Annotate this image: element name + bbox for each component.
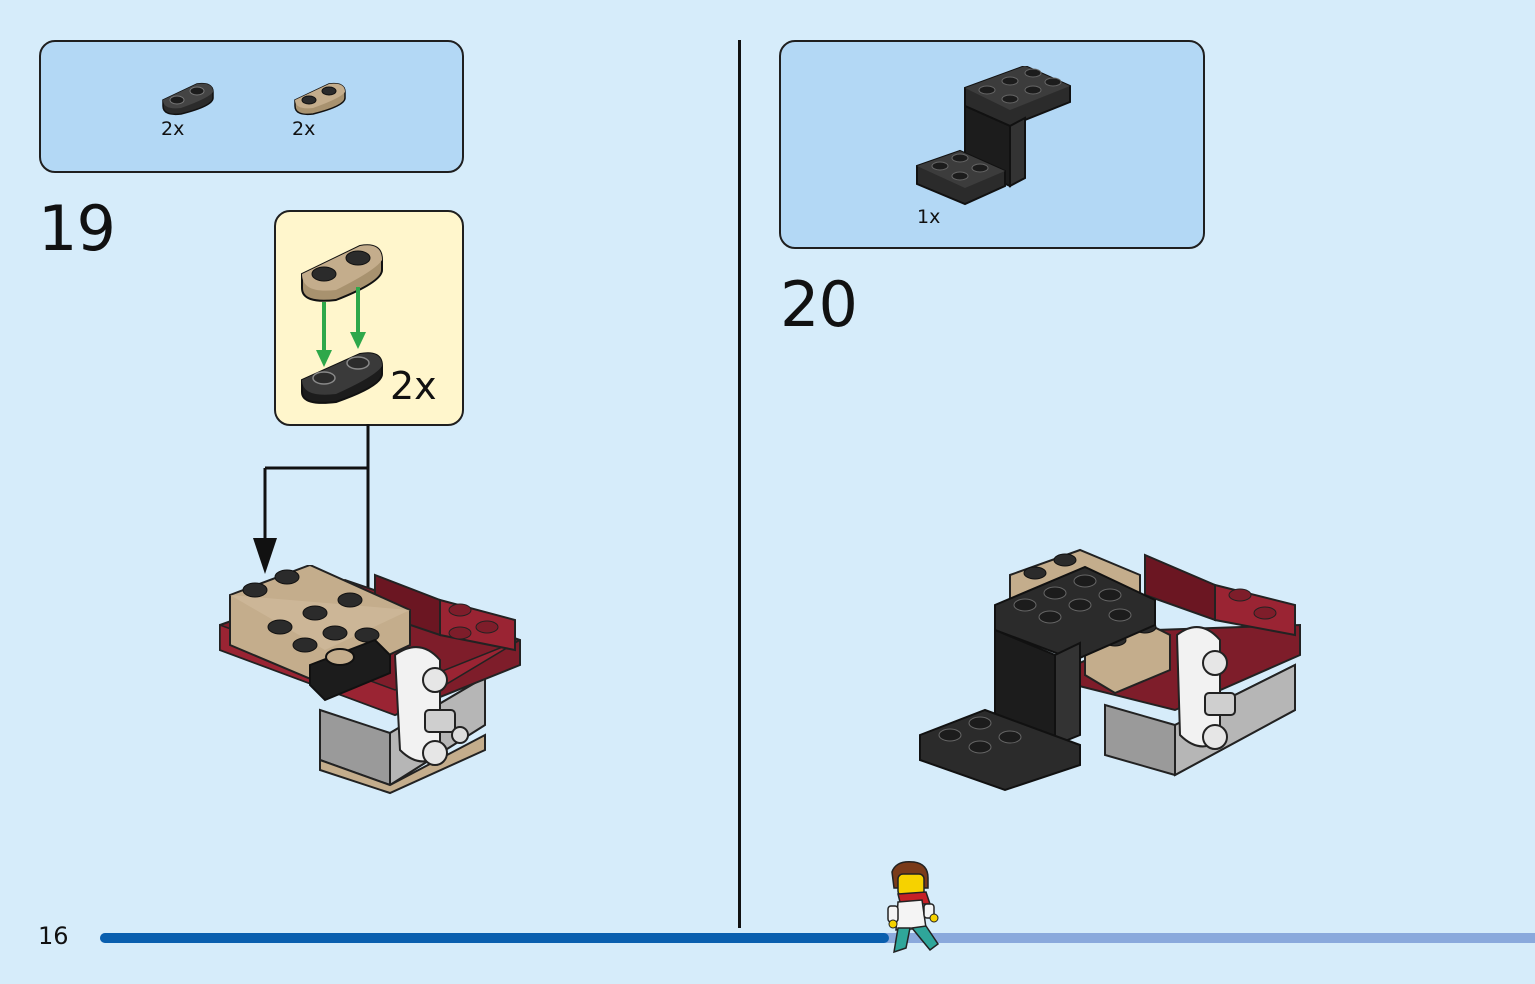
progress-bar-fill xyxy=(100,933,890,943)
page-divider xyxy=(738,40,741,928)
minifigure-walking-icon xyxy=(887,860,940,954)
step19-part-1-qty: 2x xyxy=(161,118,185,140)
step20-number: 20 xyxy=(780,268,858,341)
step19-parts-box: 2x 2x xyxy=(39,40,464,173)
step20-model-illustration xyxy=(919,548,1301,792)
step19-number: 19 xyxy=(38,192,116,265)
step20-parts-box: 1x xyxy=(779,40,1205,249)
progress-bar xyxy=(100,933,1535,943)
step19-subassembly-callout: 2x xyxy=(274,210,464,426)
tan-plate-1x2-rounded-icon xyxy=(294,82,346,116)
step19-model-illustration xyxy=(219,565,521,795)
black-bracket-icon xyxy=(916,66,1071,206)
black-plate-1x2-rounded-icon xyxy=(162,82,214,116)
step19-part-2-qty: 2x xyxy=(292,118,316,140)
step20-part-1-qty: 1x xyxy=(917,206,941,228)
page-number: 16 xyxy=(38,922,69,950)
subassembly-qty: 2x xyxy=(390,364,437,408)
subassembly-plates-icon xyxy=(301,244,383,404)
